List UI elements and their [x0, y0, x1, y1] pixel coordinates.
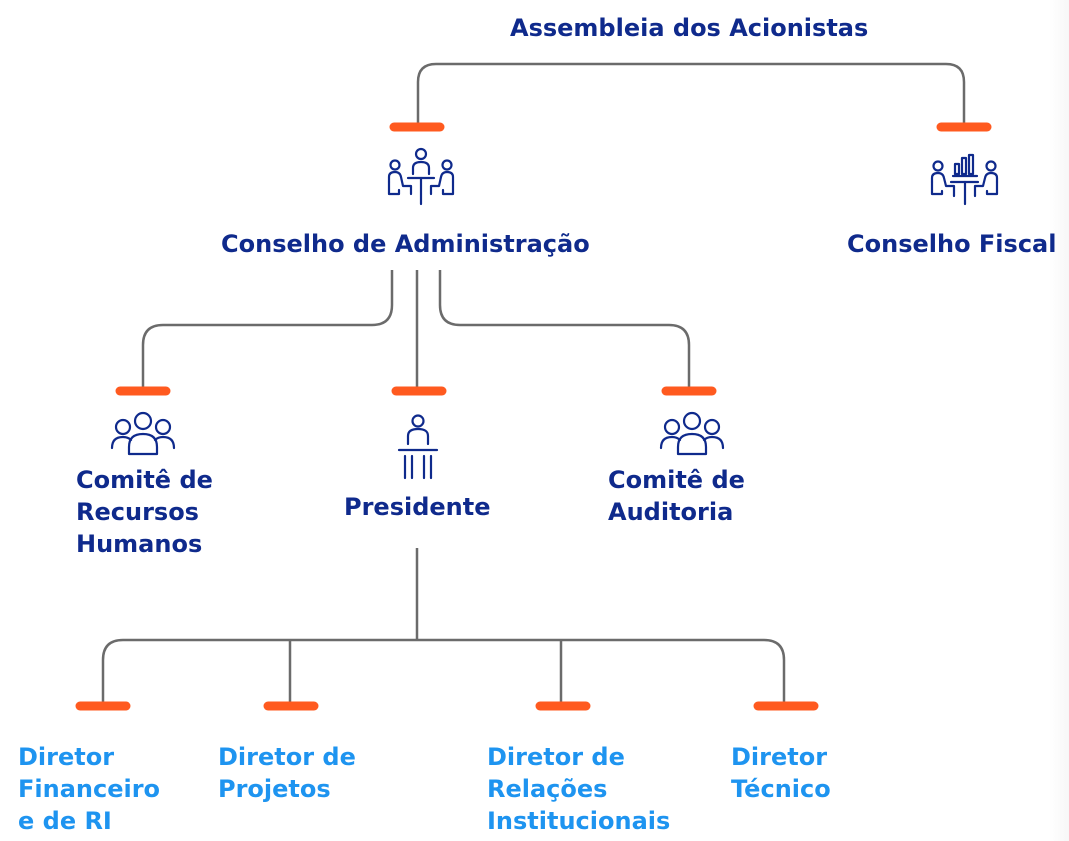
root-node-label: Assembleia dos Acionistas: [510, 14, 869, 42]
committee-rh-label: Comitê de Recursos Humanos: [76, 466, 213, 558]
director-projetos-label: Diretor de Projetos: [218, 743, 356, 803]
meeting-chart-icon: [930, 153, 1000, 210]
page-edge-shade: [1049, 0, 1069, 841]
director-relacoes-label: Diretor de Relações Institucionais: [487, 743, 671, 835]
board-node-label: Conselho de Administração: [221, 230, 590, 258]
connector-board-right: [438, 270, 691, 390]
person-at-desk-icon: [397, 414, 439, 480]
group-icon: [110, 411, 176, 456]
connector-directors: [101, 638, 786, 705]
committee-audit-label: Comitê de Auditoria: [608, 466, 745, 526]
fiscal-node-label: Conselho Fiscal: [847, 230, 1057, 258]
president-label: Presidente: [344, 493, 491, 521]
director-financeiro-label: Diretor Financeiro e de RI: [18, 743, 161, 835]
board-meeting-icon: [386, 146, 456, 210]
connector-root: [416, 62, 966, 127]
director-tecnico-label: Diretor Técnico: [731, 743, 831, 803]
connector-board-left: [141, 270, 394, 390]
group-icon: [659, 411, 725, 456]
